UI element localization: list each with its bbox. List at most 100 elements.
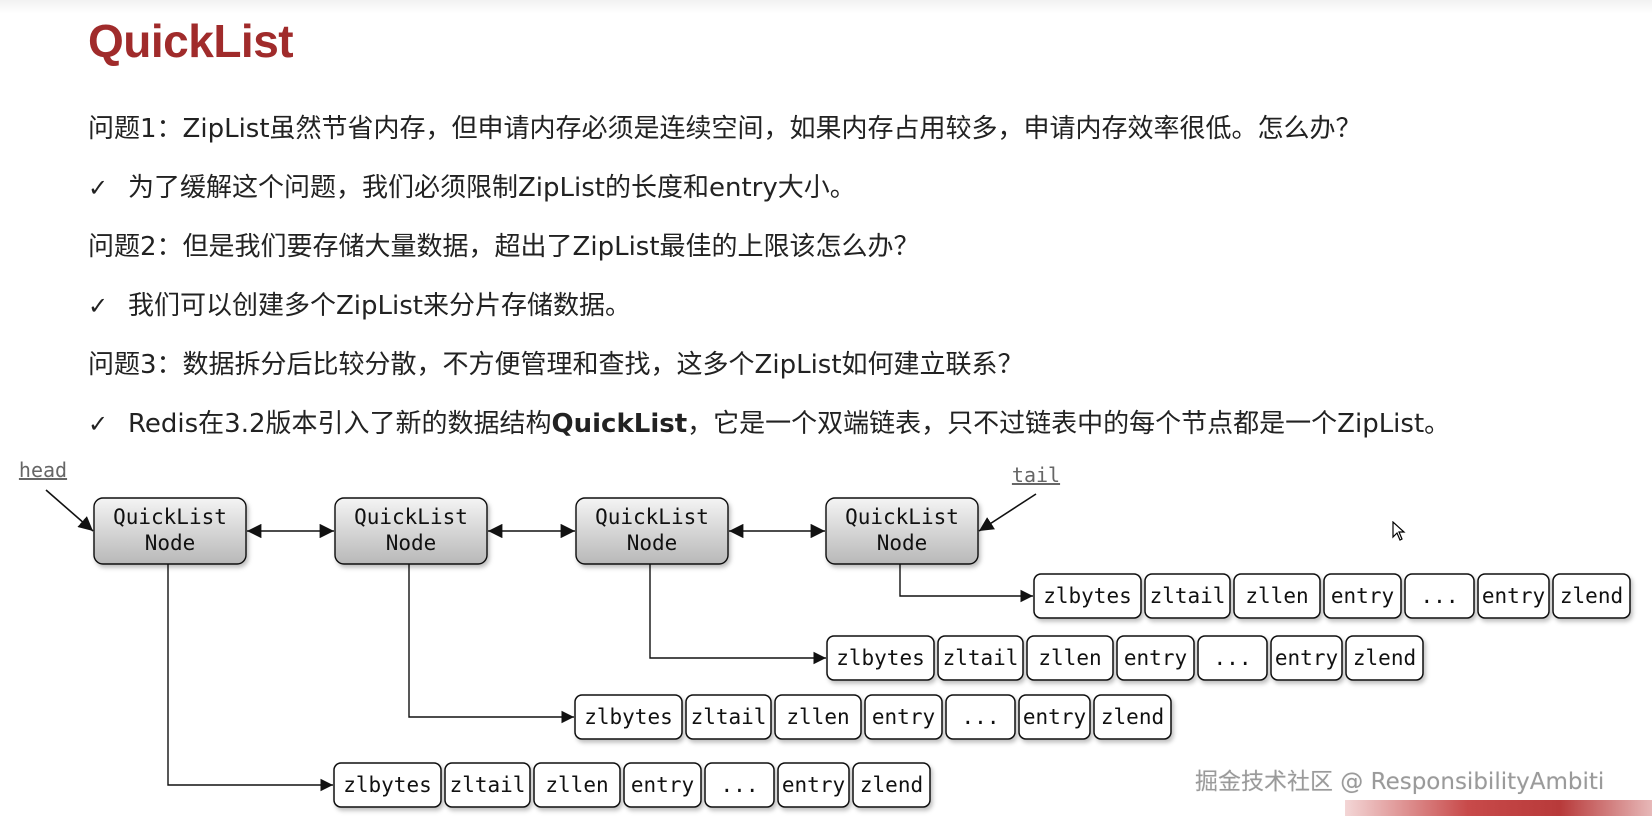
ziplist-cell	[704, 762, 775, 808]
answer-2: ✓ 我们可以创建多个ZipList来分片存储数据。	[88, 285, 631, 322]
node-to-ziplist-arrow	[899, 564, 1033, 603]
answer-3-text-after: ，它是一个双端链表，只不过链表中的每个节点都是一个ZipList。	[687, 409, 1451, 439]
ziplist-cell-label: zlend	[1560, 584, 1623, 608]
ziplist-cell-label: entry	[1331, 584, 1394, 608]
quicklist-node-label-line2: Node	[877, 531, 928, 555]
ziplist-cell	[864, 694, 943, 740]
ziplist-cell	[937, 635, 1024, 681]
ziplist-cell-label: entry	[1124, 646, 1187, 670]
ziplist-cell-label: ...	[1421, 584, 1459, 608]
quicklist-node	[825, 497, 979, 565]
answer-3-text-bold: QuickList	[551, 409, 688, 439]
ziplist-cell-label: ...	[962, 705, 1000, 729]
ziplist-cell	[774, 694, 862, 740]
quicklist-node	[93, 497, 247, 565]
ziplist-cell-label: zltail	[1150, 584, 1226, 608]
ziplist-cell-label: ...	[721, 773, 759, 797]
question-1-text: 问题1：ZipList虽然节省内存，但申请内存必须是连续空间，如果内存占用较多，…	[88, 114, 1362, 144]
check-icon: ✓	[88, 174, 109, 202]
head-arrow	[45, 489, 94, 532]
ziplist-cell	[777, 762, 850, 808]
node-to-ziplist-arrow	[167, 564, 333, 792]
mouse-cursor-icon	[1392, 521, 1406, 541]
question-1: 问题1：ZipList虽然节省内存，但申请内存必须是连续空间，如果内存占用较多，…	[88, 108, 1362, 145]
answer-3: ✓ Redis在3.2版本引入了新的数据结构QuickList，它是一个双端链表，…	[88, 403, 1450, 440]
tail-label: tail	[1012, 463, 1060, 487]
head-label: head	[19, 458, 67, 482]
ziplist-cell-label: zlbytes	[343, 773, 432, 797]
ziplist-cell	[444, 762, 531, 808]
ziplist-cell	[623, 762, 702, 808]
ziplist-cell-label: zltail	[691, 705, 767, 729]
ziplist-cell	[1345, 635, 1424, 681]
ziplist-cell	[1404, 573, 1475, 619]
ziplist-cell	[1270, 635, 1343, 681]
ziplist-cell-label: entry	[782, 773, 845, 797]
answer-1-text: 为了缓解这个问题，我们必须限制ZipList的长度和entry大小。	[128, 173, 856, 203]
ziplist-cell	[333, 762, 442, 808]
ziplist-cell	[1552, 573, 1631, 619]
bottom-stripe	[1345, 800, 1652, 816]
quicklist-node	[334, 497, 488, 565]
ziplist-cell-label: zllen	[1038, 646, 1101, 670]
ziplist-cell	[1477, 573, 1550, 619]
question-3-text: 问题3：数据拆分后比较分散，不方便管理和查找，这多个ZipList如何建立联系？	[88, 350, 1024, 380]
ziplist-cell	[826, 635, 935, 681]
node-to-ziplist-arrow	[408, 564, 574, 724]
ziplist-cell	[945, 694, 1016, 740]
quicklist-node-label-line2: Node	[386, 531, 437, 555]
ziplist-cell-label: zllen	[1245, 584, 1308, 608]
quicklist-node-label-line2: Node	[627, 531, 678, 555]
quicklist-node-label-line1: QuickList	[845, 505, 959, 529]
ziplist-cell	[1116, 635, 1195, 681]
ziplist-cell-label: zlbytes	[836, 646, 925, 670]
answer-2-text: 我们可以创建多个ZipList来分片存储数据。	[128, 291, 631, 321]
ziplist-cell-label: entry	[631, 773, 694, 797]
ziplist-cell-label: entry	[1275, 646, 1338, 670]
ziplist-cell	[1323, 573, 1402, 619]
ziplist-cell-label: entry	[1023, 705, 1086, 729]
top-bar	[0, 0, 1652, 14]
ziplist-cell	[1033, 573, 1142, 619]
quicklist-node-label-line2: Node	[145, 531, 196, 555]
ziplist-cell-label: zlend	[860, 773, 923, 797]
ziplist-cell	[1026, 635, 1114, 681]
ziplist-cell-label: zltail	[943, 646, 1019, 670]
page-title: QuickList	[88, 15, 294, 67]
ziplist-cell-label: zllen	[786, 705, 849, 729]
answer-1: ✓ 为了缓解这个问题，我们必须限制ZipList的长度和entry大小。	[88, 167, 856, 204]
quicklist-node-label-line1: QuickList	[113, 505, 227, 529]
ziplist-cell	[1144, 573, 1231, 619]
ziplist-cell-label: entry	[872, 705, 935, 729]
ziplist-cell-label: zllen	[545, 773, 608, 797]
answer-3-text-before: Redis在3.2版本引入了新的数据结构	[128, 409, 552, 439]
ziplist-cell	[1018, 694, 1091, 740]
question-2-text: 问题2：但是我们要存储大量数据，超出了ZipList最佳的上限该怎么办？	[88, 232, 920, 262]
ziplist-cell	[533, 762, 621, 808]
question-2: 问题2：但是我们要存储大量数据，超出了ZipList最佳的上限该怎么办？	[88, 226, 920, 263]
node-to-ziplist-arrow	[649, 564, 826, 665]
ziplist-cell	[1197, 635, 1268, 681]
ziplist-cell	[852, 762, 931, 808]
ziplist-cell	[685, 694, 772, 740]
check-icon: ✓	[88, 292, 109, 320]
check-icon: ✓	[88, 410, 109, 438]
ziplist-cell	[1233, 573, 1321, 619]
quicklist-node	[575, 497, 729, 565]
question-3: 问题3：数据拆分后比较分散，不方便管理和查找，这多个ZipList如何建立联系？	[88, 344, 1024, 381]
tail-arrow	[978, 493, 1037, 532]
ziplist-cell-label: entry	[1482, 584, 1545, 608]
ziplist-cell-label: zlend	[1101, 705, 1164, 729]
ziplist-cell	[1093, 694, 1172, 740]
ziplist-cell-label: zlend	[1353, 646, 1416, 670]
ziplist-cell-label: zlbytes	[1043, 584, 1132, 608]
ziplist-cell-label: zlbytes	[584, 705, 673, 729]
ziplist-cell	[574, 694, 683, 740]
ziplist-cell-label: zltail	[450, 773, 526, 797]
quicklist-node-label-line1: QuickList	[354, 505, 468, 529]
ziplist-cell-label: ...	[1214, 646, 1252, 670]
watermark: 掘金技术社区 @ ResponsibilityAmbiti	[1195, 769, 1605, 795]
quicklist-node-label-line1: QuickList	[595, 505, 709, 529]
